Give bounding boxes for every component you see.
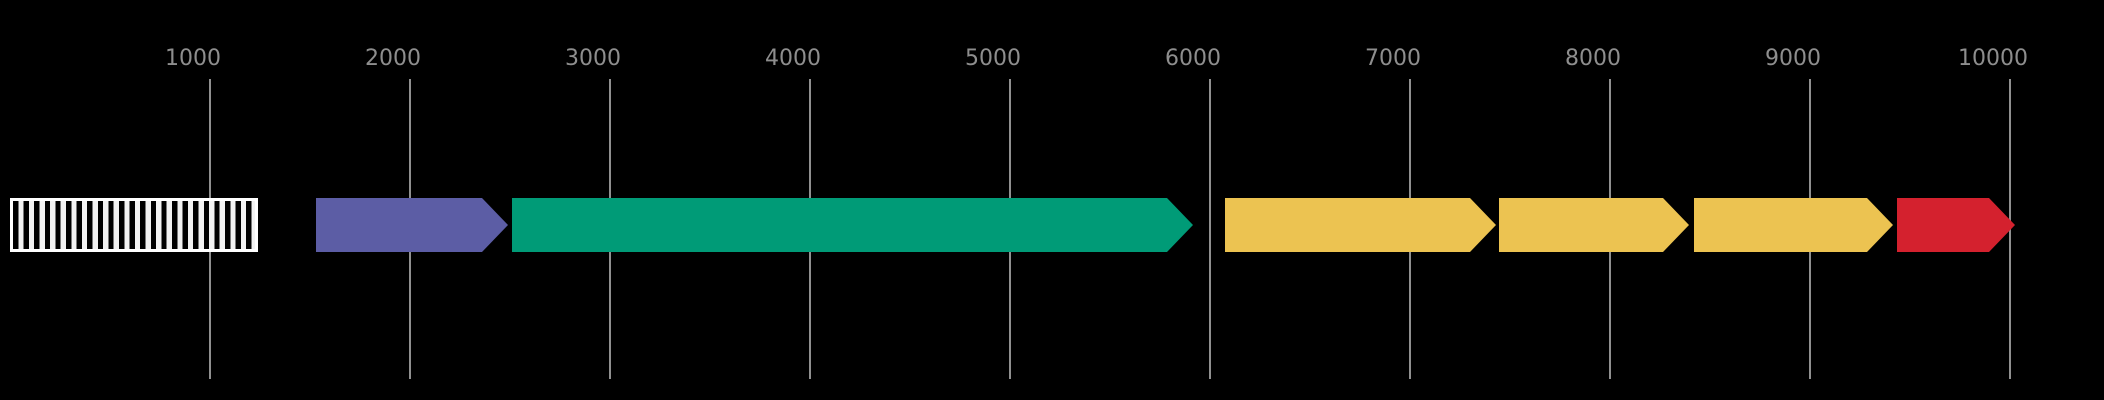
gene-arrow — [316, 198, 508, 252]
gene-arrow — [1897, 198, 2015, 252]
axis-tick-label: 2000 — [365, 46, 421, 71]
axis-gridline — [1209, 79, 1211, 379]
striped-feature-box — [10, 198, 258, 252]
axis-tick-label: 8000 — [1565, 46, 1621, 71]
gene-arrow — [1499, 198, 1689, 252]
axis-tick-label: 3000 — [565, 46, 621, 71]
axis-tick-label: 7000 — [1365, 46, 1421, 71]
gene-arrow — [512, 198, 1193, 252]
axis-tick-label: 5000 — [965, 46, 1021, 71]
axis-tick-label: 10000 — [1958, 46, 2028, 71]
axis-tick-label: 9000 — [1765, 46, 1821, 71]
gene-arrow — [1225, 198, 1496, 252]
axis-tick-label: 4000 — [765, 46, 821, 71]
axis-tick-label: 1000 — [165, 46, 221, 71]
axis-tick-label: 6000 — [1165, 46, 1221, 71]
gene-arrow — [1694, 198, 1893, 252]
